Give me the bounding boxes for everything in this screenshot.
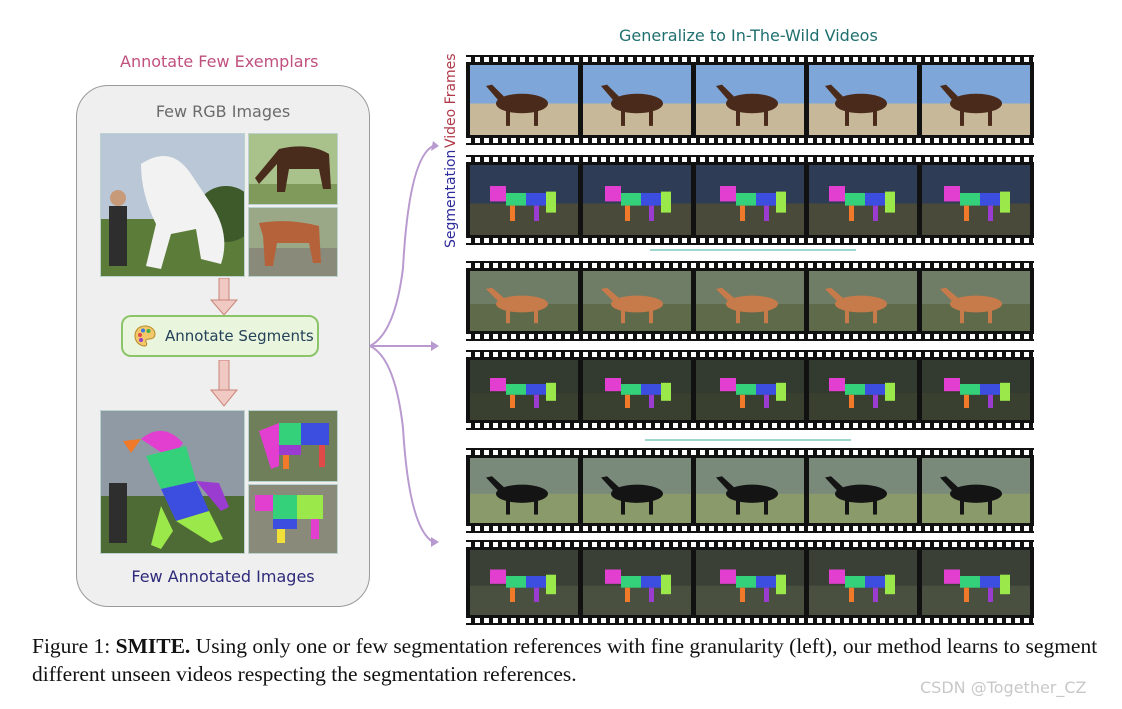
sprocket-holes <box>466 334 1034 339</box>
caption-bold: SMITE. <box>115 634 191 658</box>
annotate-segments-label: Annotate Segments <box>165 327 314 345</box>
figure-caption: Figure 1: SMITE. Using only one or few s… <box>32 632 1102 688</box>
segmentation-frame <box>583 360 691 420</box>
segmentation-frame <box>583 165 691 235</box>
video-frame <box>583 271 691 331</box>
video-frame <box>470 65 578 135</box>
row-label-video-frames: Video Frames <box>443 53 459 148</box>
video-frame <box>922 271 1030 331</box>
separator <box>650 249 856 251</box>
film-strip-video-frames <box>466 261 1034 341</box>
segmentation-frame <box>470 550 578 615</box>
video-frame <box>583 458 691 523</box>
separator <box>645 439 851 441</box>
film-strip-segmentation <box>466 350 1034 430</box>
video-frame <box>470 271 578 331</box>
video-frame <box>809 458 917 523</box>
video-frame <box>809 271 917 331</box>
annotated-image-foal <box>248 484 338 554</box>
caption-text: Using only one or few segmentation refer… <box>32 634 1098 686</box>
sprocket-holes <box>466 450 1034 455</box>
video-frame <box>809 65 917 135</box>
sprocket-holes <box>466 423 1034 428</box>
segmentation-frame <box>470 165 578 235</box>
sprocket-holes <box>466 352 1034 357</box>
film-strip-segmentation <box>466 155 1034 245</box>
film-strip-video-frames <box>466 448 1034 533</box>
sprocket-holes <box>466 238 1034 243</box>
sprocket-holes <box>466 157 1034 162</box>
segmentation-frame <box>922 165 1030 235</box>
panel-bottom-label: Few Annotated Images <box>131 567 315 586</box>
sprocket-holes <box>466 618 1034 623</box>
sprocket-holes <box>466 263 1034 268</box>
panel-title: Few RGB Images <box>155 102 291 121</box>
sprocket-holes <box>466 526 1034 531</box>
video-frame <box>922 458 1030 523</box>
video-frame <box>696 458 804 523</box>
row-label-segmentation: Segmentation <box>443 149 459 248</box>
segmentation-frame <box>696 550 804 615</box>
film-strip-segmentation <box>466 540 1034 625</box>
down-arrow-icon <box>209 360 239 407</box>
segmentation-frame <box>809 165 917 235</box>
rgb-image-grazing-horse <box>248 133 338 205</box>
caption-prefix: Figure 1: <box>32 634 116 658</box>
sprocket-holes <box>466 57 1034 62</box>
rgb-image-rearing-horse <box>100 133 245 277</box>
sprocket-holes <box>466 138 1034 143</box>
video-frame <box>583 65 691 135</box>
segmentation-frame <box>809 550 917 615</box>
annotated-image-grazing-horse <box>248 410 338 482</box>
down-arrow-icon <box>209 278 239 316</box>
video-frame <box>922 65 1030 135</box>
segmentation-frame <box>696 165 804 235</box>
watermark: CSDN @Together_CZ <box>920 678 1087 697</box>
film-strip-video-frames <box>466 55 1034 145</box>
video-frame <box>696 271 804 331</box>
left-heading: Annotate Few Exemplars <box>120 52 319 71</box>
rgb-image-foal <box>248 207 338 277</box>
video-frame <box>696 65 804 135</box>
segmentation-frame <box>922 550 1030 615</box>
annotated-image-rearing-horse <box>100 410 245 554</box>
palette-icon <box>134 325 156 347</box>
sprocket-holes <box>466 542 1034 547</box>
video-frame <box>470 458 578 523</box>
right-heading: Generalize to In-The-Wild Videos <box>619 26 878 45</box>
branch-arrows <box>369 141 439 547</box>
segmentation-frame <box>809 360 917 420</box>
segmentation-frame <box>470 360 578 420</box>
segmentation-frame <box>696 360 804 420</box>
segmentation-frame <box>922 360 1030 420</box>
segmentation-frame <box>583 550 691 615</box>
annotate-segments-button[interactable]: Annotate Segments <box>121 315 319 357</box>
